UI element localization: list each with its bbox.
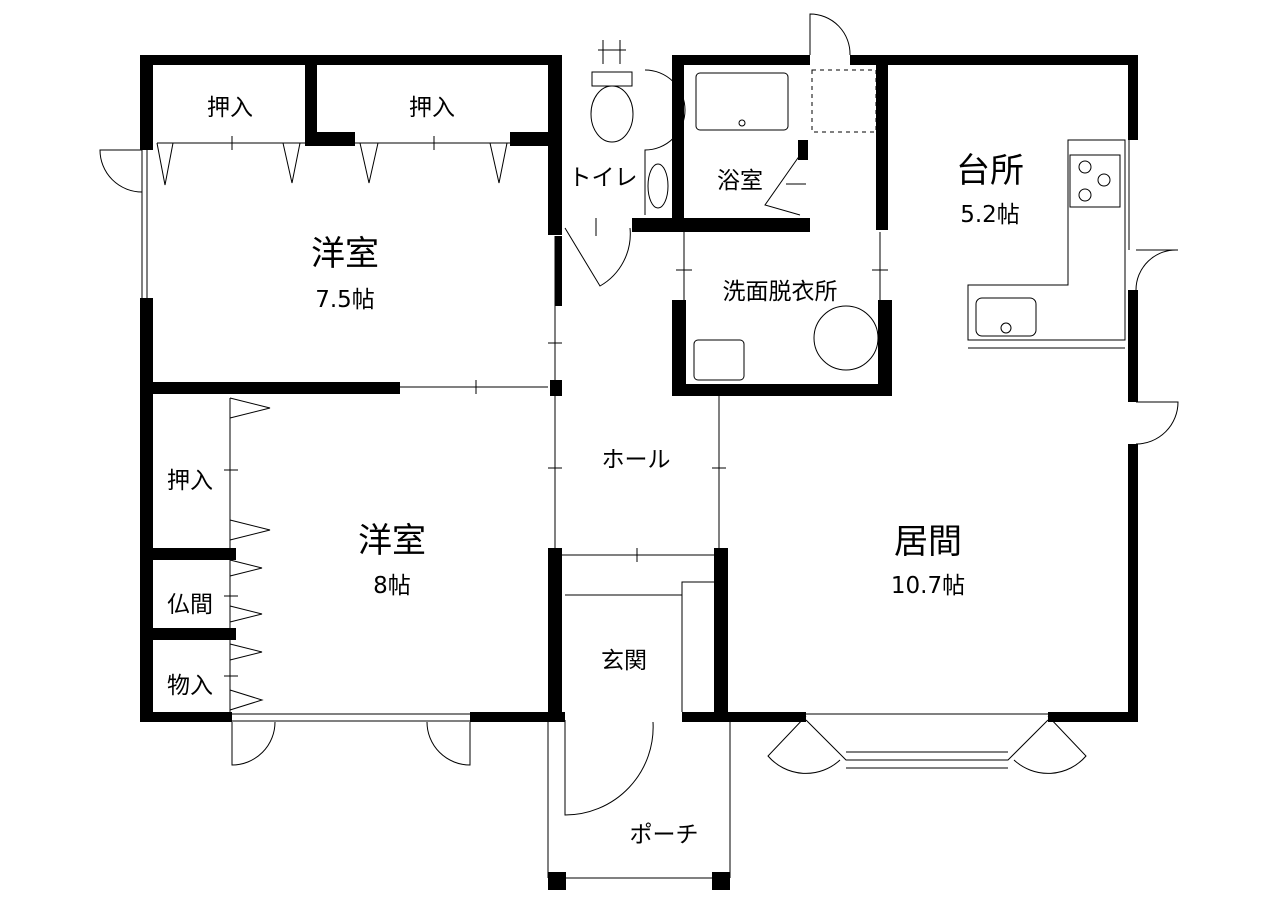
closet-top-left-label: 押入: [207, 95, 253, 121]
entrance-label: 玄関: [601, 648, 647, 674]
hall-label: ホール: [602, 447, 671, 473]
western-room-1-name: 洋室: [311, 234, 379, 274]
western-room-2-area: 8帖: [373, 573, 411, 599]
room-labels: 押入 押入 洋室 7.5帖 トイレ 浴室 台所 5.2帖 洗面脱衣所 押入 仏間…: [167, 95, 1024, 848]
closet-top-mid-label: 押入: [409, 95, 455, 121]
walls: [140, 55, 1138, 890]
bathroom-label: 浴室: [717, 168, 763, 194]
kitchen-area: 5.2帖: [960, 202, 1020, 228]
western-room-1-area: 7.5帖: [315, 287, 375, 313]
living-name: 居間: [894, 522, 962, 562]
porch-label: ポーチ: [630, 822, 699, 848]
fixtures: [99, 13, 1179, 879]
toilet-label: トイレ: [569, 165, 638, 191]
living-area: 10.7帖: [891, 573, 965, 599]
closet-left-label: 押入: [167, 468, 213, 494]
washroom-label: 洗面脱衣所: [723, 279, 838, 305]
butsuma-label: 仏間: [167, 592, 213, 618]
western-room-2-name: 洋室: [358, 521, 426, 561]
storage-label: 物入: [167, 673, 213, 699]
kitchen-name: 台所: [956, 151, 1024, 191]
